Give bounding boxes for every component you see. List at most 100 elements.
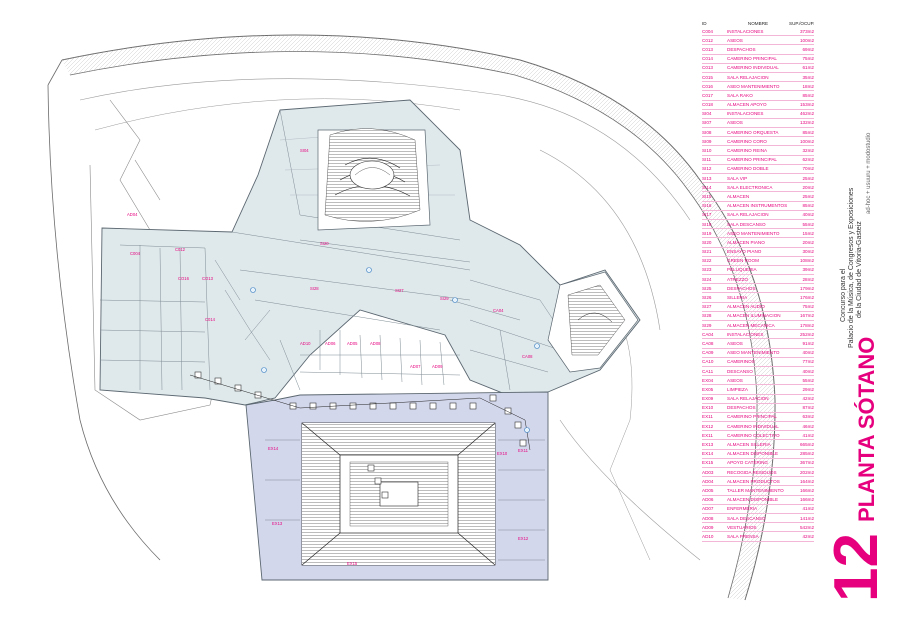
cell-id: SI08 xyxy=(702,129,712,135)
cell-id: CA04 xyxy=(702,331,714,337)
plan-label: AD07 xyxy=(410,364,421,369)
plan-label: AD08 xyxy=(370,341,381,346)
cell-name: SALA PRENSA xyxy=(727,533,759,539)
cell-name: SALA VIP xyxy=(727,175,748,181)
studio-credit: ad-hoc + usuuru + modostudio xyxy=(866,132,872,214)
plan-label: CA08 xyxy=(522,354,533,359)
cell-area: 20m2 xyxy=(802,184,815,190)
table-row: AD06 ALMACEN DISPONIBLE 166m2 xyxy=(702,496,814,505)
cell-id: AD06 xyxy=(702,497,714,503)
plan-label: C014 xyxy=(205,317,216,322)
cell-area: 20m2 xyxy=(802,239,815,245)
cell-id: SI14 xyxy=(702,184,712,190)
cell-area: 87m2 xyxy=(802,405,815,411)
cell-id: EX14 xyxy=(702,451,714,457)
project-subtitle-line-1: Concurso para el xyxy=(840,268,847,322)
cell-id: EX13 xyxy=(702,442,714,448)
cell-name: ASEO MANTENIMIENTO xyxy=(727,83,780,89)
cell-area: 141m2 xyxy=(799,515,814,521)
cell-name: DESPACHOS xyxy=(727,46,756,52)
plan-label: EX14 xyxy=(268,446,279,451)
cell-area: 85m2 xyxy=(802,92,815,98)
plan-label: SI20 xyxy=(320,241,329,246)
cell-area: 367m2 xyxy=(799,460,814,466)
cell-name: SALA ELECTRONICA xyxy=(727,184,773,190)
cell-name: ALMACEN APOYO xyxy=(727,102,767,108)
plan-label: EX10 xyxy=(497,451,508,456)
sheet-title: PLANTA SÓTANO xyxy=(854,336,879,522)
cell-area: 70m2 xyxy=(802,166,815,172)
cell-id: AD09 xyxy=(702,524,714,530)
cell-name: ASEO MANTENIMIENTO xyxy=(727,350,780,356)
cell-name: ALMACEN xyxy=(727,193,750,199)
cell-id: SI23 xyxy=(702,267,712,273)
cell-area: 55m2 xyxy=(802,221,815,227)
cell-name: SALA RELAJACION xyxy=(727,212,769,218)
cell-area: 41m2 xyxy=(802,506,815,512)
cell-id: SI09 xyxy=(702,138,712,144)
cell-area: 41m2 xyxy=(802,432,815,438)
cell-id: EX04 xyxy=(702,377,714,383)
cell-area: 542m2 xyxy=(799,524,814,530)
header-id: ID xyxy=(702,20,707,26)
cell-id: SI26 xyxy=(702,295,712,301)
cell-id: C004 xyxy=(702,28,713,34)
cell-name: ASEOS xyxy=(727,340,743,346)
table-row: SI14 SALA ELECTRONICA 20m2 xyxy=(702,183,815,193)
cell-name: ALMACEN DISPONIBLE xyxy=(727,497,779,503)
cell-name: SALA DESCANSO xyxy=(727,221,766,227)
cell-area: 42m2 xyxy=(802,396,815,402)
cell-name: CAMERINO ORQUESTA xyxy=(727,129,779,135)
plan-label: CA04 xyxy=(493,308,504,313)
cell-name: ALMACEN MECANICA xyxy=(727,322,775,328)
cell-id: C017 xyxy=(702,92,713,98)
cell-area: 28m2 xyxy=(802,276,815,282)
project-subtitle-line-3: de la Ciudad de Vitoria-Gasteiz xyxy=(856,221,863,318)
plan-label: AD06 xyxy=(325,341,336,346)
auditorium-upper xyxy=(317,128,431,231)
cell-id: CA10 xyxy=(702,359,714,365)
cell-area: 178m2 xyxy=(799,322,814,328)
cell-id: AD07 xyxy=(702,506,714,512)
plan-label: AD05 xyxy=(347,341,358,346)
cell-area: 91m2 xyxy=(802,340,815,346)
cell-name: ALMACEN DISPONIBLE xyxy=(727,451,779,457)
cell-id: EX09 xyxy=(702,396,714,402)
cell-name: LIMPIEZA xyxy=(727,386,748,392)
cell-area: 166m2 xyxy=(799,497,814,503)
cell-id: EX15 xyxy=(702,460,714,466)
cell-area: 30m2 xyxy=(802,249,815,255)
basement-floor xyxy=(99,99,641,406)
plan-label: AD09 xyxy=(432,364,443,369)
cell-area: 85m2 xyxy=(802,203,815,209)
cell-id: SI17 xyxy=(702,212,712,218)
cell-name: DESPACHOS xyxy=(727,285,756,291)
cell-name: ALMACEN SILLERIA xyxy=(727,442,771,448)
